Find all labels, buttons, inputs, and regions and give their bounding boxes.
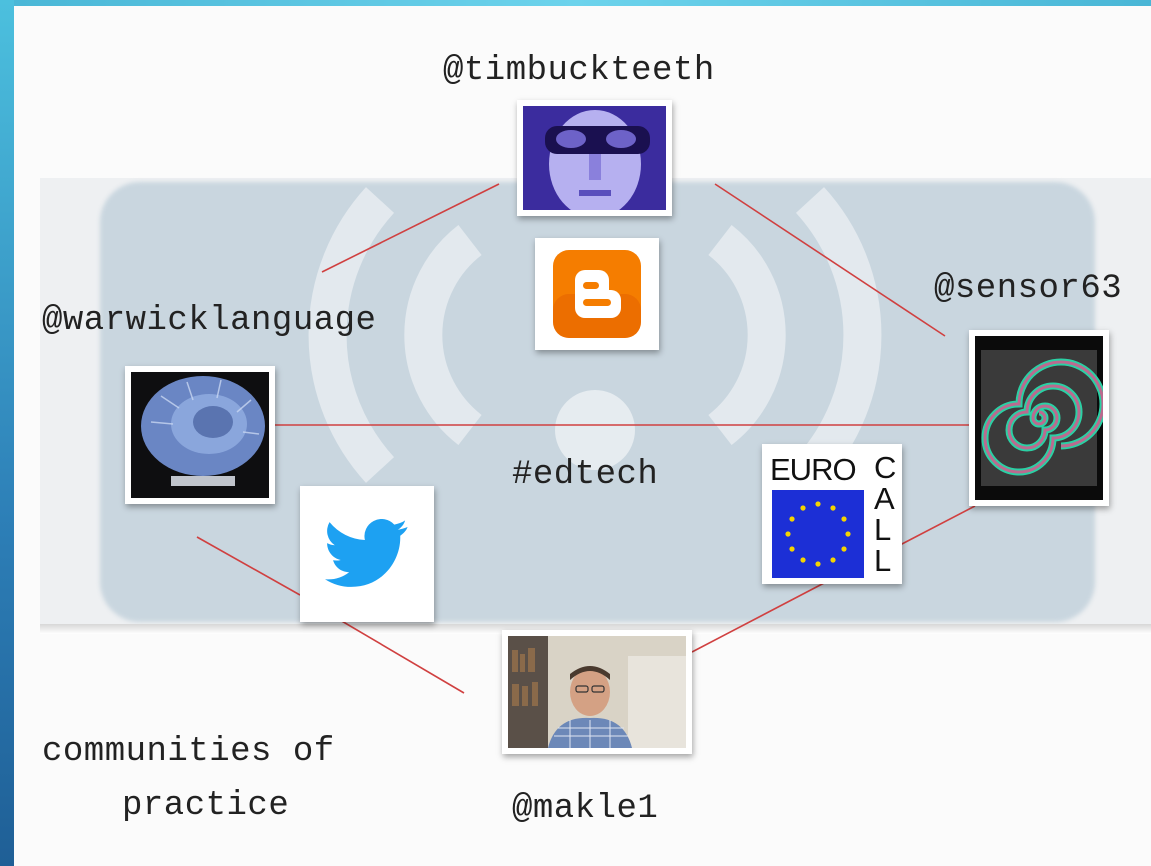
- connector-top-left: [321, 183, 500, 273]
- twitter-bird-icon: [325, 519, 408, 587]
- connector-left-twitter: [196, 536, 301, 596]
- avatar-bottom-photo: [508, 636, 686, 748]
- caption-line-1: communities of: [42, 733, 335, 771]
- center-hashtag: #edtech: [512, 456, 659, 494]
- eurocall-word-euro: EURO: [770, 452, 857, 487]
- band-shadow: [40, 624, 1151, 634]
- caption-line-2: practice: [122, 787, 290, 825]
- node-label-left: @warwicklanguage: [42, 302, 377, 340]
- blogger-icon: [553, 250, 641, 338]
- slide-frame-left: [0, 0, 14, 866]
- connector-right-eurocall: [899, 505, 976, 546]
- node-label-bottom: @makle1: [512, 790, 659, 828]
- avatar-left: [125, 366, 275, 504]
- blogger-logo-card: [535, 238, 659, 350]
- avatar-top: [517, 100, 672, 216]
- ammonite-icon: [131, 372, 269, 498]
- node-label-top: @timbuckteeth: [443, 52, 715, 90]
- connector-top-right: [714, 183, 946, 337]
- avatar-top-face: [523, 106, 666, 210]
- twitter-logo-card: [300, 486, 434, 622]
- avatar-bottom: [502, 630, 692, 754]
- eu-flag-icon: [772, 490, 864, 578]
- avatar-right: [969, 330, 1109, 506]
- spiral-icon: [975, 336, 1103, 500]
- connector-eurocall-bottom: [691, 581, 827, 653]
- eurocall-logo-card: EURO CALL: [762, 444, 902, 584]
- connector-twitter-bottom: [339, 619, 465, 694]
- slide-frame-top: [0, 0, 1151, 6]
- eurocall-word-call: CALL: [874, 450, 896, 578]
- node-label-right: @sensor63: [934, 270, 1123, 308]
